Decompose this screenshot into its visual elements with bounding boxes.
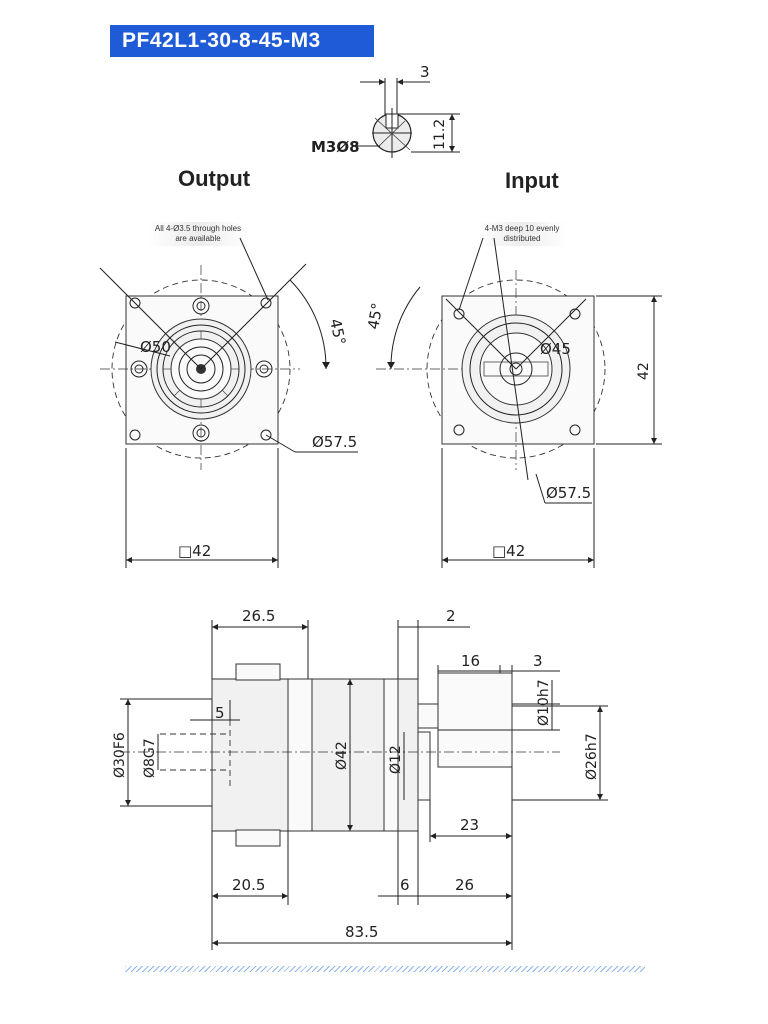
pilot-dia-dim: Ø10h7 [536,679,552,726]
thread-dim: M3Ø8 [311,138,360,156]
output-pilot-dim: Ø30F6 [112,732,128,778]
key-width-dim: 3 [420,63,430,81]
output-pcd-dim: Ø57.5 [312,433,357,451]
front-length-dim: 20.5 [232,876,265,894]
output-bore-dim: Ø50 [140,338,171,356]
output-bore-side-dim: Ø8G7 [142,738,158,778]
flange-length-dim: 26.5 [242,607,275,625]
shaft-step-dim: 3 [533,652,543,670]
input-bore-dim: Ø45 [540,340,571,358]
key-depth-dim: 5 [215,704,225,722]
output-view-label: Output [178,166,251,191]
side-view: 26.5 2 16 3 Ø10h7 Ø26h7 5 [112,607,608,950]
body-dia-dim: Ø42 [334,741,350,770]
flange-gap-dim: 2 [446,607,456,625]
flange-thick-dim: 6 [400,876,410,894]
key-height-dim: 11.2 [432,119,448,150]
output-angle-dim: 45° [326,317,349,347]
footer-divider [125,966,645,972]
shaft-length-dim: 16 [461,652,480,670]
output-square-dim: □42 [178,542,211,560]
keyway-detail: 3 11.2 M3Ø8 [311,63,460,158]
output-face-view: 45° Ø50 Ø57.5 □42 [99,237,358,568]
input-hole-note: 4-M3 deep 10 evenly distributed [478,222,566,246]
input-length-dim: 26 [455,876,474,894]
input-face-view: 45° Ø45 Ø57.5 42 □42 [364,237,662,568]
output-hole-note: All 4-Ø3.5 through holes are available [148,222,248,246]
total-length-dim: 83.5 [345,923,378,941]
model-title: PF42L1-30-8-45-M3 [110,25,374,57]
input-pilot-dim: Ø26h7 [584,733,600,780]
input-angle-dim: 45° [364,301,386,330]
shaft-dia-dim: Ø12 [388,745,404,774]
shaft-ext-dim: 23 [460,816,479,834]
input-height-dim: 42 [636,362,652,380]
input-view-label: Input [505,168,559,193]
input-pcd-dim: Ø57.5 [546,484,591,502]
input-square-dim: □42 [492,542,525,560]
